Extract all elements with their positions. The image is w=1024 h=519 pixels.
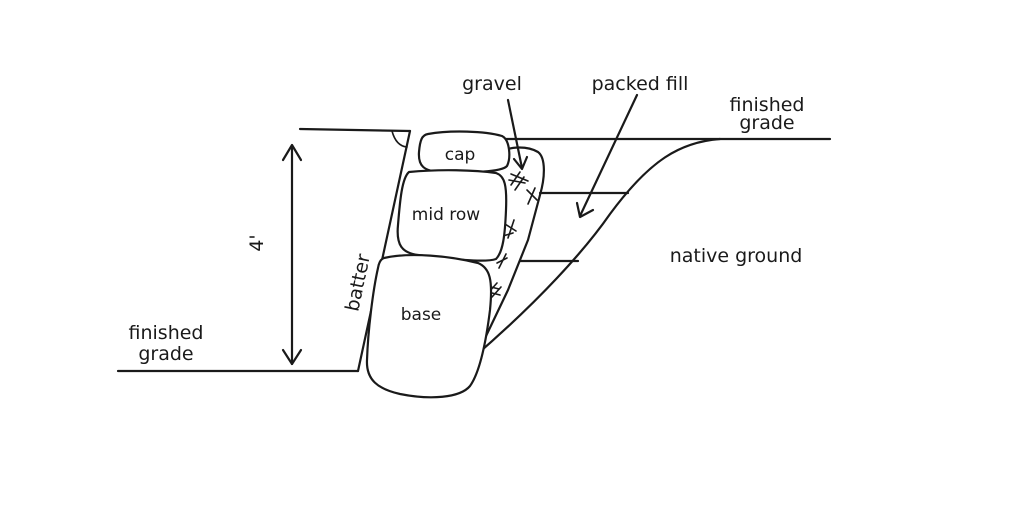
- gravel-label: gravel: [462, 73, 522, 95]
- cap-label: cap: [445, 145, 476, 165]
- packed-fill-leader-arrow: [575, 93, 639, 219]
- height-label: 4': [246, 234, 268, 251]
- finished-grade-right-label-line1: finished: [730, 94, 805, 116]
- batter-angle-arc: [391, 130, 408, 148]
- native-ground-slope: [472, 137, 832, 359]
- base-label: base: [401, 305, 442, 325]
- batter-line: [356, 129, 412, 373]
- batter-label: batter: [341, 252, 375, 314]
- mid-row-label: mid row: [412, 205, 480, 225]
- finished-grade-left-label-line1: finished: [129, 322, 204, 344]
- finished-grade-left-label-line2: grade: [138, 343, 193, 365]
- mid-row-block: [396, 169, 508, 262]
- gravel-zone-outline: [474, 146, 545, 359]
- height-dimension-arrow: [281, 143, 303, 366]
- gravel-hatch-marks: [486, 171, 538, 298]
- finished-grade-right-label-line2: grade: [739, 112, 794, 134]
- base-block: [365, 254, 493, 399]
- top-reference-line: [298, 127, 412, 133]
- packed-fill-label: packed fill: [592, 73, 689, 95]
- native-ground-label: native ground: [670, 245, 803, 267]
- gravel-leader-arrow: [506, 98, 529, 171]
